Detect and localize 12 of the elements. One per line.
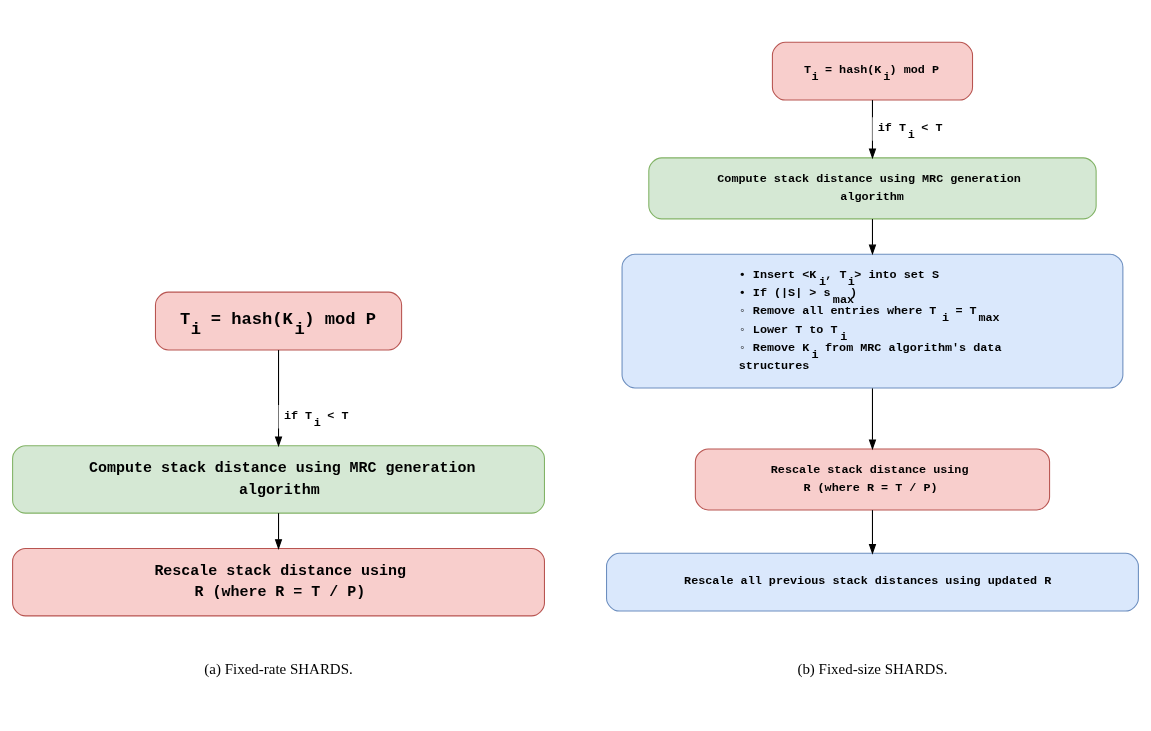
arrow	[274, 512, 283, 550]
node-box: Rescale stack distance using R (where R = T / P)	[12, 547, 545, 616]
node-box: Compute stack distance using MRC generation algorithm	[12, 444, 545, 514]
arrow	[274, 349, 283, 447]
label: (b) Fixed-size SHARDS.	[797, 660, 948, 677]
node-box: Compute stack distance using MRC generation algorithm	[648, 156, 1097, 219]
arrow	[868, 387, 877, 450]
arrow	[868, 509, 877, 555]
node-box: Rescale all previous stack distances using updated R	[606, 552, 1139, 612]
label: (a) Fixed-rate SHARDS.	[204, 660, 353, 677]
arrow	[868, 218, 877, 255]
node-box: Rescale stack distance using R (where R = T / P)	[694, 447, 1051, 510]
